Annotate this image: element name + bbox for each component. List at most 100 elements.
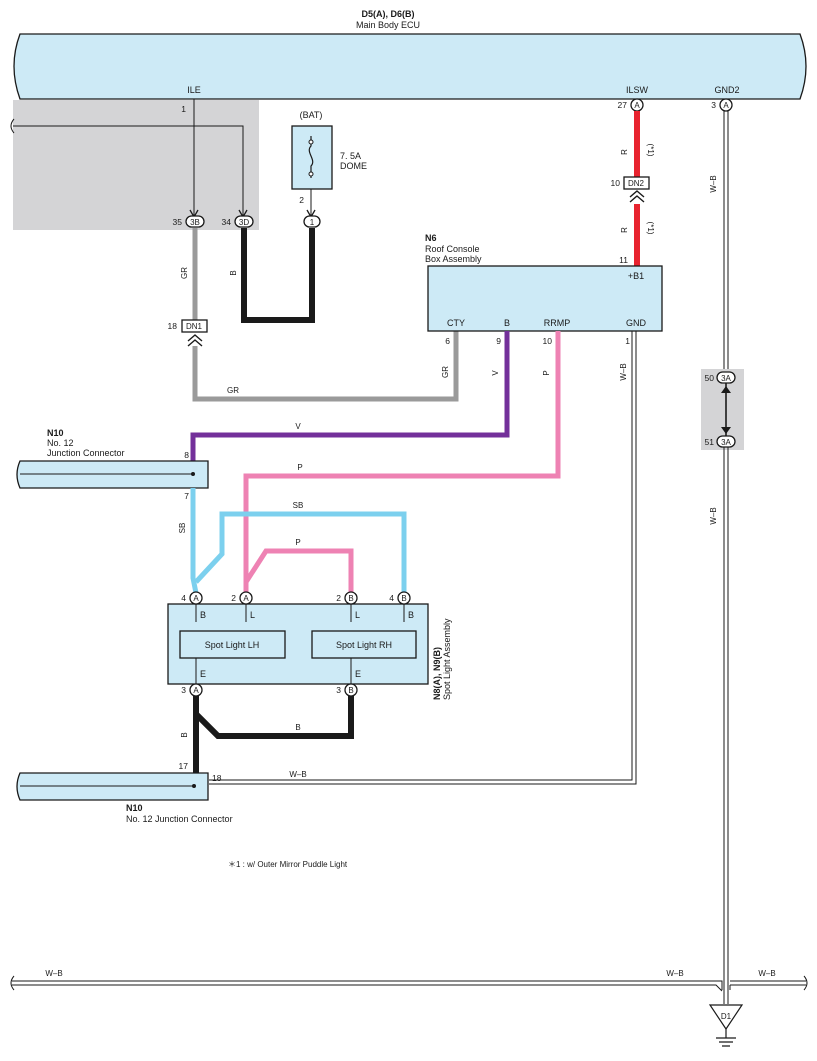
spot-light-pin-func: L bbox=[355, 610, 360, 620]
footnote: ＊1 : w/ Outer Mirror Puddle Light bbox=[228, 860, 348, 869]
spot-light-lh-box bbox=[179, 630, 286, 659]
fuse-terminal-bottom bbox=[308, 171, 314, 177]
wire-label-sb-vertical: SB bbox=[178, 523, 187, 534]
wire-label-p-link: P bbox=[295, 538, 300, 547]
spot-light-pin-letter: B bbox=[401, 594, 406, 603]
roof-console-pin-number-cty: 6 bbox=[445, 336, 450, 346]
spot-light-pin-number: 2 bbox=[231, 593, 236, 603]
ground-symbol bbox=[708, 1004, 744, 1031]
fuse-rating: 7. 5A bbox=[340, 151, 361, 161]
junction-dn1-label: DN1 bbox=[186, 322, 203, 331]
junction-3a-bottom-pin: 51 bbox=[705, 437, 715, 447]
connector-3b-label: 3B bbox=[190, 218, 200, 227]
connector-3d-label: 3D bbox=[239, 218, 249, 227]
junction-3a-top-pin: 50 bbox=[705, 373, 715, 383]
wire-label-wb-gnd2-lower: W–B bbox=[709, 507, 718, 524]
ground-icon bbox=[716, 1029, 736, 1047]
roof-console-pin-gnd: GND bbox=[626, 318, 647, 328]
fuse-icon bbox=[308, 136, 314, 178]
spot-light-pin-func: B bbox=[408, 610, 414, 620]
junction-3a-bottom-label: 3A bbox=[721, 438, 731, 447]
roof-console-box bbox=[427, 265, 663, 332]
ecu-connector-band bbox=[13, 33, 807, 100]
connector-ilsw-letter: A bbox=[634, 101, 640, 110]
connector-gnd2 bbox=[719, 98, 733, 112]
ecu-shaded-area bbox=[13, 100, 259, 230]
spot-light-pin-func: E bbox=[200, 669, 206, 679]
connector-3b-pin: 35 bbox=[173, 217, 183, 227]
junction-dn1-pin: 18 bbox=[168, 321, 178, 331]
spot-light-pin-number: 3 bbox=[336, 685, 341, 695]
junction-dn1 bbox=[181, 319, 208, 333]
roof-console-pin-number-gnd: 1 bbox=[625, 336, 630, 346]
wire-label-wb-bus-right: W–B bbox=[758, 969, 775, 978]
roof-console-pin-number-b: 9 bbox=[496, 336, 501, 346]
spot-light-pin-circle bbox=[397, 591, 411, 605]
roof-console-pin-b1: +B1 bbox=[628, 271, 644, 281]
spot-light-pin-number: 4 bbox=[181, 593, 186, 603]
roof-console-pin-cty: CTY bbox=[447, 318, 465, 328]
wire-wb-gnd2-upper bbox=[723, 111, 729, 372]
chevron-up-icon bbox=[629, 190, 645, 203]
ecu-code: D5(A), D6(B) bbox=[362, 9, 415, 19]
n10-top-pin-top: 8 bbox=[184, 450, 189, 460]
roof-console-code: N6 bbox=[425, 233, 437, 243]
wire-label-wb-roof-gnd: W–B bbox=[619, 363, 628, 380]
junction-dn2-label: DN2 bbox=[628, 179, 645, 188]
spot-light-code: N8(A), N9(B) bbox=[432, 647, 442, 700]
wire-label-b-ground-horizontal: B bbox=[295, 723, 300, 732]
junction-3a-top-label: 3A bbox=[721, 374, 731, 383]
connector-3b bbox=[185, 215, 205, 228]
roof-console-pin-b: B bbox=[504, 318, 510, 328]
wire-label-gr-horizontal: GR bbox=[227, 386, 239, 395]
wire-label-p-vertical: P bbox=[542, 370, 551, 375]
spot-light-rh-label: Spot Light RH bbox=[336, 640, 392, 650]
wire-label-b-loop: B bbox=[229, 270, 238, 275]
spot-light-pin-letter: B bbox=[348, 686, 353, 695]
spot-light-pin-letter: B bbox=[348, 594, 353, 603]
wire-p-link bbox=[243, 548, 354, 593]
spot-light-pin-func: L bbox=[250, 610, 255, 620]
spot-light-pin-number: 2 bbox=[336, 593, 341, 603]
connector-fuse-1-label: 1 bbox=[310, 218, 315, 227]
spot-light-pin-circle bbox=[344, 591, 358, 605]
spot-light-pin-letter: A bbox=[193, 686, 199, 695]
wire-wb-roof-gnd bbox=[209, 331, 637, 785]
roof-console-name-1: Roof Console bbox=[425, 244, 480, 254]
n10-bottom-pin-left: 17 bbox=[179, 761, 189, 771]
junction-dn2 bbox=[623, 176, 650, 190]
wire-label-gr-vertical: GR bbox=[180, 267, 189, 279]
wire-p-rrmp bbox=[243, 331, 561, 593]
connector-3d-pin: 34 bbox=[222, 217, 232, 227]
fuse-terminal-top bbox=[308, 139, 314, 145]
wire-label-p-horizontal: P bbox=[297, 463, 302, 472]
fuse-pin-number: 2 bbox=[299, 195, 304, 205]
n10-bottom-pin-right: 18 bbox=[212, 773, 222, 783]
n10-top-line2: Junction Connector bbox=[47, 448, 125, 458]
wire-label-b-ground-vertical: B bbox=[180, 732, 189, 737]
ecu-pin-ilsw: ILSW bbox=[626, 85, 649, 95]
ile-branch-wire bbox=[13, 125, 244, 218]
roof-console-name-2: Box Assembly bbox=[425, 254, 482, 264]
spot-light-rh-box bbox=[311, 630, 417, 659]
spot-light-pin-circle bbox=[239, 591, 253, 605]
wire-wb-gnd2-lower bbox=[723, 447, 729, 982]
wire-label-wb-bottom: W–B bbox=[289, 770, 306, 779]
wire-label-v-horizontal: V bbox=[295, 422, 301, 431]
connector-fuse-1 bbox=[303, 215, 321, 228]
connector-gnd2-letter: A bbox=[723, 101, 729, 110]
fuse-source: (BAT) bbox=[300, 110, 323, 120]
wire-label-star-upper: (*1) bbox=[646, 144, 655, 157]
connector-ilsw-pin: 27 bbox=[618, 100, 628, 110]
n10-bottom-code: N10 bbox=[126, 803, 143, 813]
ecu-name: Main Body ECU bbox=[356, 20, 420, 30]
chevron-up-icon bbox=[187, 334, 203, 347]
spot-light-pin-number: 4 bbox=[389, 593, 394, 603]
wire-label-wb-bus-mid: W–B bbox=[666, 969, 683, 978]
wire-label-wb-gnd2-upper: W–B bbox=[709, 175, 718, 192]
ecu-pin-number-ile: 1 bbox=[181, 104, 186, 114]
wire-label-r-upper: R bbox=[620, 149, 629, 155]
n10-bottom-name: No. 12 Junction Connector bbox=[126, 814, 233, 824]
n10-bottom-node bbox=[192, 784, 196, 788]
